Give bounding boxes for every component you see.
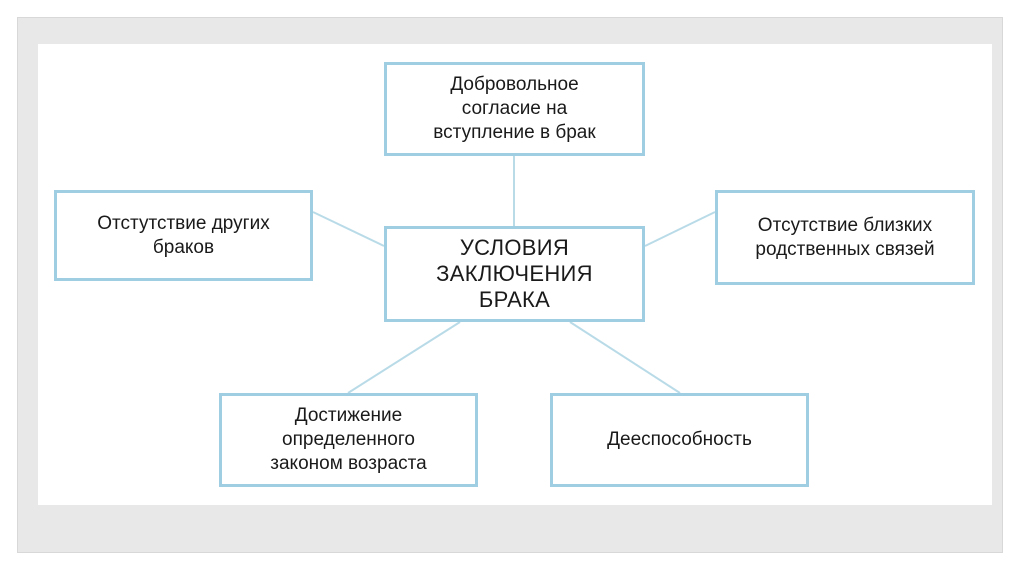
node-voluntary-consent-label: Добровольное согласие на вступление в бр…: [433, 74, 596, 143]
node-absence-close-kinship: Отсутствие близких родственных связей: [715, 190, 975, 285]
node-absence-other-marriages-label: Отстутствие других браков: [97, 212, 270, 258]
node-legal-age: Достижение определенного законом возраст…: [219, 393, 478, 487]
node-absence-other-marriages: Отстутствие других браков: [54, 190, 313, 281]
node-marriage-conditions-label: УСЛОВИЯ ЗАКЛЮЧЕНИЯ БРАКА: [436, 235, 593, 312]
node-legal-capacity-label: Дееспособность: [607, 429, 752, 450]
connector-right: [644, 211, 716, 247]
node-absence-close-kinship-label: Отсутствие близких родственных связей: [755, 214, 935, 260]
connector-left: [312, 211, 385, 247]
node-legal-capacity: Дееспособность: [550, 393, 809, 487]
connector-bottom-right: [569, 321, 681, 394]
node-legal-age-label: Достижение определенного законом возраст…: [270, 405, 427, 474]
connector-bottom-left: [347, 321, 461, 394]
node-voluntary-consent: Добровольное согласие на вступление в бр…: [384, 62, 645, 156]
node-marriage-conditions: УСЛОВИЯ ЗАКЛЮЧЕНИЯ БРАКА: [384, 226, 645, 322]
